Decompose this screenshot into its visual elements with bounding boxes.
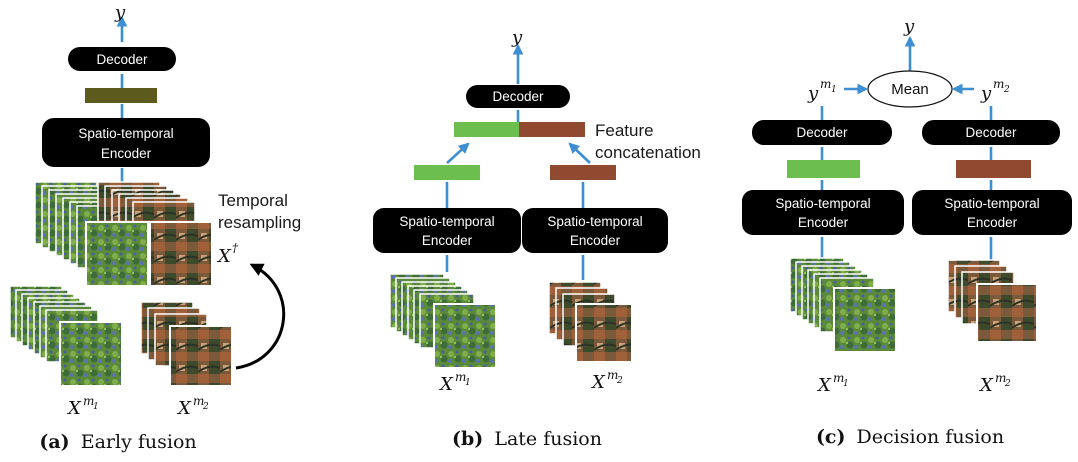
input-label-m1-sub: 1 — [465, 378, 471, 388]
encoder2-label-line2: Encoder — [967, 215, 1018, 230]
caption-a-text: Early fusion — [81, 431, 197, 453]
input-label-m1-sup: m — [833, 371, 844, 385]
input-label-m1-base: X — [438, 374, 454, 395]
input-label-m1-base: X — [66, 398, 82, 419]
decoder2-label: Decoder — [965, 125, 1017, 140]
caption-a-tag: (a) — [39, 431, 69, 453]
encoder1-label-line2: Encoder — [798, 215, 849, 230]
input-stack-m2 — [947, 259, 1038, 343]
concat-feature-m2 — [519, 122, 585, 137]
pred-y-m2-sup: m — [993, 77, 1004, 91]
resampling-arrow — [235, 263, 286, 370]
caption-c-text: Decision fusion — [857, 426, 1005, 448]
input-label-m1-sub: 1 — [843, 379, 849, 389]
input-label-m2-sup: m — [995, 371, 1006, 385]
pred-y-m1-sub: 1 — [831, 85, 837, 95]
decoder-label: Decoder — [492, 89, 544, 104]
encoder1-label-line1: Spatio-temporal — [399, 214, 494, 229]
temporal-label-line2: resampling — [218, 213, 301, 232]
decoder-box — [466, 85, 570, 108]
feature-m1 — [414, 165, 480, 180]
panel-early-fusion: y Decoder Spatio-temporal Encoder — [9, 2, 301, 453]
input-label-m2-sub: 2 — [616, 376, 623, 386]
input-label-m2-base: X — [176, 398, 192, 419]
input-label-m2-sup: m — [607, 368, 618, 382]
x-dagger-base: X — [216, 246, 232, 267]
pred-y-m1-base: y — [807, 83, 819, 104]
encoder1-label-line1: Spatio-temporal — [775, 196, 870, 211]
encoder2-label-line1: Spatio-temporal — [944, 196, 1039, 211]
arrow-b-feature2-to-concat — [568, 142, 591, 164]
input-label-m1-sup: m — [83, 394, 94, 408]
encoder-label-line1: Spatio-temporal — [78, 126, 173, 141]
encoder2-label-line2: Encoder — [570, 233, 621, 248]
input-label-m2-base: X — [978, 375, 994, 396]
caption-c: (c) Decision fusion — [816, 426, 1004, 448]
decoder1-label: Decoder — [796, 125, 848, 140]
pred-y-m2-base: y — [980, 83, 992, 104]
input-label-m2-sup: m — [193, 394, 204, 408]
encoder2-label-line1: Spatio-temporal — [547, 214, 642, 229]
encoder1-label-line2: Encoder — [422, 233, 473, 248]
decoder-box-m2 — [922, 120, 1060, 145]
pred-y-m1-sup: m — [820, 77, 831, 91]
decoder-box — [68, 47, 176, 71]
feature-m2 — [550, 165, 616, 180]
output-y: y — [114, 2, 126, 23]
pred-y-m2-sub: 2 — [1003, 85, 1010, 95]
feature-vector-early — [85, 88, 157, 103]
panel-decision-fusion: y Mean y m 1 y m 2 Decoder Decoder Spati… — [742, 16, 1072, 448]
panel-late-fusion: y Decoder Feature concatenation Spatio-t… — [373, 27, 701, 450]
caption-b-text: Late fusion — [494, 428, 602, 450]
input-label-m1-sup: m — [455, 370, 466, 384]
input-label-m2-base: X — [590, 372, 606, 393]
encoder-box-m2 — [912, 190, 1072, 235]
input-label-m1-base: X — [816, 375, 832, 396]
decoder-box-m1 — [752, 120, 892, 145]
input-stack-m2 — [140, 301, 233, 387]
feature-m2 — [956, 160, 1031, 178]
encoder-box-m2 — [522, 208, 668, 253]
output-y: y — [903, 16, 915, 37]
input-label-m2-sub: 2 — [1004, 379, 1011, 389]
caption-c-tag: (c) — [816, 426, 846, 448]
feature-concat-line1: Feature — [595, 121, 654, 140]
caption-b: (b) Late fusion — [452, 428, 602, 450]
caption-a: (a) Early fusion — [39, 431, 196, 453]
caption-b-tag: (b) — [452, 428, 483, 450]
temporal-label-line1: Temporal — [218, 191, 288, 210]
concat-feature-m1 — [454, 122, 519, 137]
mean-label: Mean — [891, 81, 929, 98]
input-stack-m1 — [789, 257, 897, 353]
encoder-box-m1 — [373, 208, 521, 253]
encoder-box — [42, 118, 210, 167]
decoder-label: Decoder — [96, 52, 148, 67]
arrow-b-feature1-to-concat — [446, 142, 470, 164]
input-stack-m1 — [9, 285, 123, 387]
encoder-box-m1 — [742, 190, 904, 235]
encoder-label-line2: Encoder — [101, 146, 152, 161]
input-label-m1-sub: 1 — [93, 402, 99, 412]
x-dagger-symbol: † — [232, 241, 239, 255]
input-stack-m2 — [548, 281, 633, 363]
input-stack-m1 — [389, 273, 497, 369]
feature-concat-line2: concatenation — [595, 143, 701, 162]
input-label-m2-sub: 2 — [202, 402, 209, 412]
resampled-image-stack — [34, 181, 213, 287]
feature-m1 — [787, 160, 860, 178]
output-y: y — [511, 27, 523, 48]
